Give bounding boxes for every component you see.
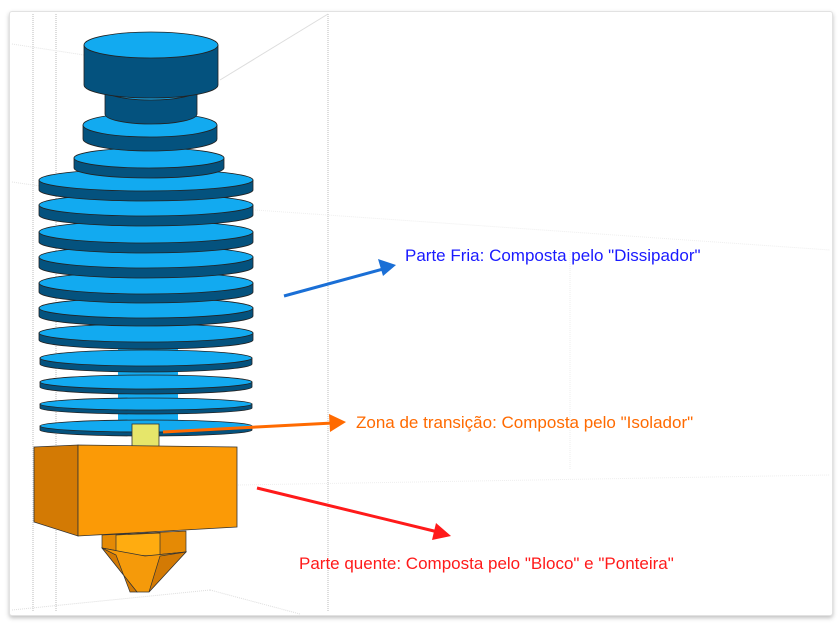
arrow-cold xyxy=(283,259,396,298)
heater-block xyxy=(33,444,238,537)
heatsink-fin xyxy=(38,220,254,254)
label-transition-zone: Zona de transição: Composta pelo "Isolad… xyxy=(356,413,694,432)
heatsink-fin xyxy=(38,271,254,304)
heatsink-fin xyxy=(39,349,253,373)
heatsink-fin xyxy=(38,323,254,350)
arrow-transition xyxy=(162,414,346,434)
label-hot-part: Parte quente: Composta pelo "Bloco" e "P… xyxy=(299,554,674,573)
isolator xyxy=(131,423,160,449)
arrow-hot xyxy=(256,486,451,540)
heatsink-fin xyxy=(73,147,225,179)
heatsink-fin xyxy=(38,297,254,327)
heatsink-fin xyxy=(39,397,253,415)
label-cold-part: Parte Fria: Composta pelo "Dissipador" xyxy=(405,246,701,265)
nozzle xyxy=(101,530,187,593)
heatsink-cap xyxy=(83,31,219,99)
heatsink-fin xyxy=(39,374,253,395)
heatsink xyxy=(38,31,254,437)
